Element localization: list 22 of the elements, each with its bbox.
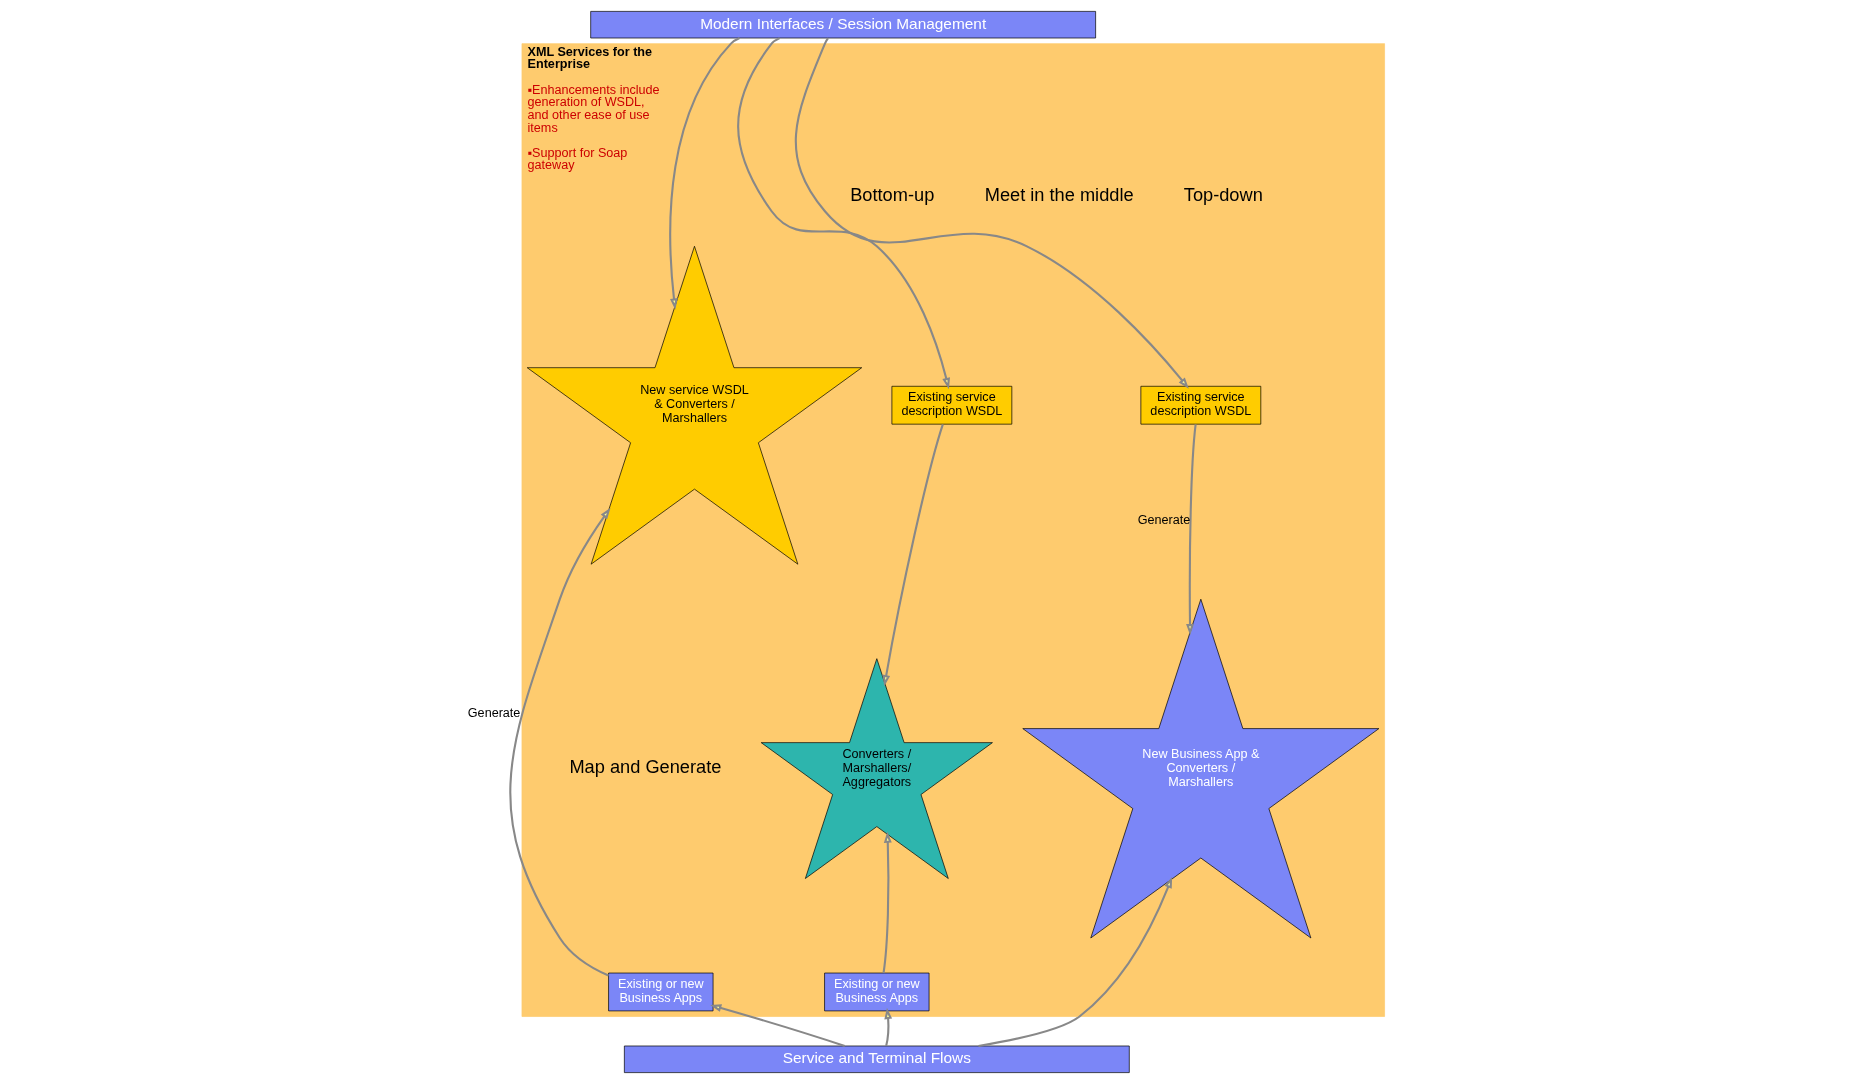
arrow [710,1004,846,1047]
edge-label: Generate [1137,513,1191,528]
label: Map and Generate [569,756,722,777]
arrow [882,831,892,974]
node-box: Existing service description WSDL [891,385,1013,425]
node-box: Modern Interfaces / Session Management [590,11,1096,39]
node-box: Existing or new Business Apps [608,972,714,1012]
arrow [1186,424,1197,636]
label: Meet in the middle [984,183,1134,205]
arrow [978,876,1173,1047]
arrow [737,37,951,390]
arrow [884,1007,893,1047]
label: Top-down [1183,183,1263,205]
node-box: Existing service description WSDL [1140,385,1262,425]
node-box: Service and Terminal Flows [624,1045,1130,1073]
node-box: Existing or new Business Apps [824,972,930,1012]
arrow [509,507,611,977]
arrow [882,424,944,687]
label: Bottom-up [850,183,935,205]
arrow [669,37,741,310]
arrow [794,37,1189,389]
edge-label: Generate [467,705,521,720]
